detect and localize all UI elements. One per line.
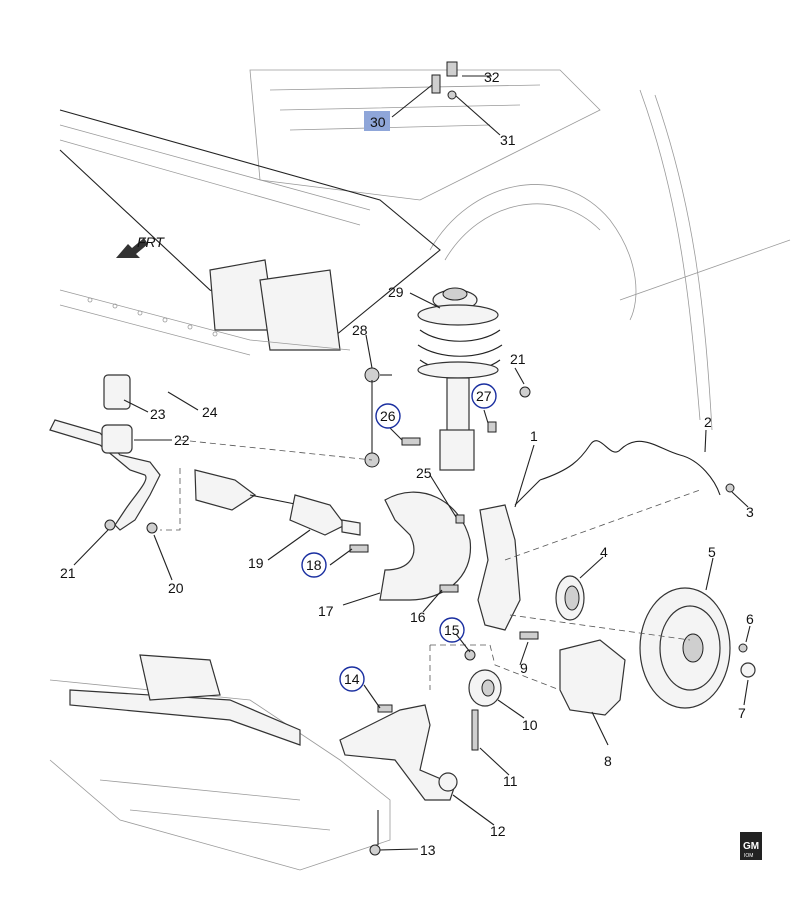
- callout-17: 17: [318, 603, 334, 619]
- stabilizer-bar: [49, 374, 161, 531]
- frame-rail-holes: [87, 297, 218, 337]
- callout-5: 5: [708, 544, 716, 560]
- wheel-speed-sensor-harness: [514, 440, 721, 506]
- gm-badge-sublabel: IOM: [744, 853, 753, 859]
- leader-lines: [73, 75, 751, 851]
- callout-26: 26: [380, 408, 396, 424]
- fasteners: [104, 61, 756, 856]
- callout-4: 4: [600, 544, 608, 560]
- callout-12: 12: [490, 823, 506, 839]
- callout-9: 9: [520, 660, 528, 676]
- frame-rail: [59, 109, 441, 356]
- gm-badge-label: GM: [743, 841, 759, 852]
- callout-10: 10: [522, 717, 538, 733]
- lower-control-arm: [339, 704, 456, 801]
- brake-caliper: [559, 639, 626, 716]
- callout-8: 8: [604, 753, 612, 769]
- wheel-bearing-hub: [555, 575, 585, 621]
- callout-22: 22: [174, 432, 190, 448]
- callout-3: 3: [746, 504, 754, 520]
- brake-rotor: [639, 587, 731, 709]
- callout-21-upper: 21: [510, 351, 526, 367]
- callout-15-circle: [439, 617, 465, 643]
- callout-26-circle: [375, 403, 401, 429]
- drive-axle: [194, 469, 361, 536]
- callout-14-circle: [339, 666, 365, 692]
- callout-labels: 30 32 31 29 28 21 27 26 25 1 2 3 4 5 6 7…: [60, 69, 754, 858]
- callout-19: 19: [248, 555, 264, 571]
- callout-30: 30: [370, 114, 386, 130]
- callout-29: 29: [388, 284, 404, 300]
- callout-13: 13: [420, 842, 436, 858]
- callout-31: 31: [500, 132, 516, 148]
- callout-15: 15: [444, 622, 460, 638]
- callout-21-lower: 21: [60, 565, 76, 581]
- strut-assembly: [417, 287, 503, 471]
- callout-14: 14: [344, 671, 360, 687]
- callout-11: 11: [503, 773, 518, 789]
- callout-32: 32: [484, 69, 500, 85]
- control-arm-bushing: [468, 669, 502, 707]
- callout-20: 20: [168, 580, 184, 596]
- callout-6: 6: [746, 611, 754, 627]
- steering-knuckle: [477, 504, 521, 631]
- callout-30-highlight: [364, 111, 390, 131]
- callout-23: 23: [150, 406, 166, 422]
- callout-24: 24: [202, 404, 218, 420]
- callout-27: 27: [476, 388, 492, 404]
- callout-25: 25: [416, 465, 432, 481]
- front-direction-label: FRT: [137, 234, 165, 250]
- callout-27-circle: [471, 383, 497, 409]
- gm-badge: GM IOM: [740, 832, 762, 860]
- steering-gear-subframe: [49, 654, 391, 871]
- vehicle-body-outline: [249, 69, 791, 431]
- callout-2: 2: [704, 414, 712, 430]
- callout-18: 18: [306, 557, 322, 573]
- callout-1: 1: [530, 428, 538, 444]
- splash-shield: [379, 491, 472, 601]
- callout-28: 28: [352, 322, 368, 338]
- callout-18-circle: [301, 552, 327, 578]
- front-direction-arrow: FRT: [116, 234, 165, 258]
- callout-16: 16: [410, 609, 426, 625]
- callout-7: 7: [738, 705, 746, 721]
- alignment-lines: [160, 439, 701, 691]
